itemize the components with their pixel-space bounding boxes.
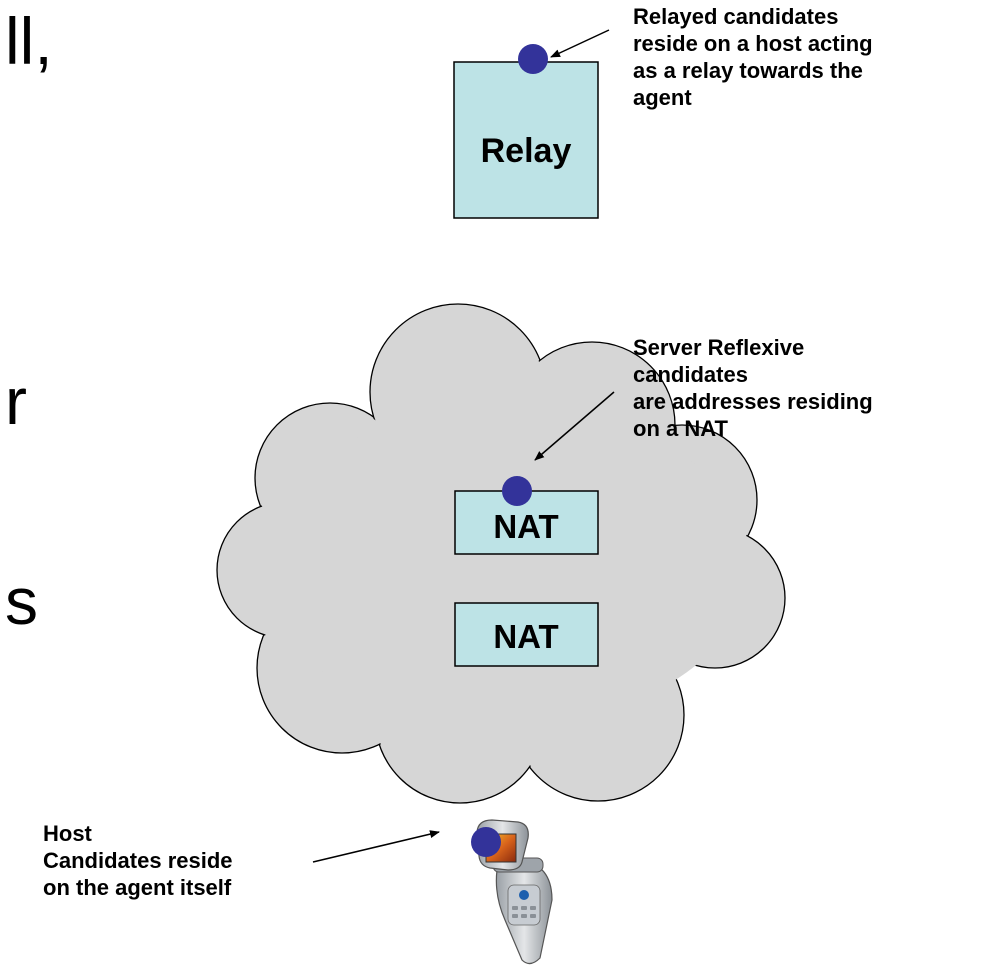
host-candidates-arrow bbox=[312, 830, 440, 863]
network-cloud bbox=[216, 303, 786, 804]
clipped-text-fragment-1: ll, bbox=[5, 4, 53, 78]
relayed-candidate-dot bbox=[518, 44, 548, 74]
host-candidates-callout: Host Candidates reside on the agent itse… bbox=[43, 821, 233, 900]
phone-icon bbox=[476, 819, 553, 965]
nat-box-2: NAT bbox=[454, 602, 599, 667]
relayed-candidates-callout: Relayed candidates reside on a host acti… bbox=[633, 4, 873, 110]
relayed-candidates-arrow bbox=[550, 29, 610, 58]
clipped-text-fragment-3: s bbox=[5, 564, 38, 638]
relay-label: Relay bbox=[481, 132, 572, 170]
clipped-text-fragment-2: r bbox=[5, 364, 27, 438]
host-candidate-dot bbox=[471, 827, 501, 857]
nat-box-1: NAT bbox=[454, 490, 599, 555]
relay-box: Relay bbox=[453, 61, 599, 219]
server-reflexive-candidate-dot bbox=[502, 476, 532, 506]
nat-label-2: NAT bbox=[493, 618, 558, 655]
nat-label-1: NAT bbox=[493, 508, 558, 545]
server-reflexive-arrow bbox=[534, 391, 615, 461]
server-reflexive-callout: Server Reflexive candidates are addresse… bbox=[633, 335, 873, 441]
